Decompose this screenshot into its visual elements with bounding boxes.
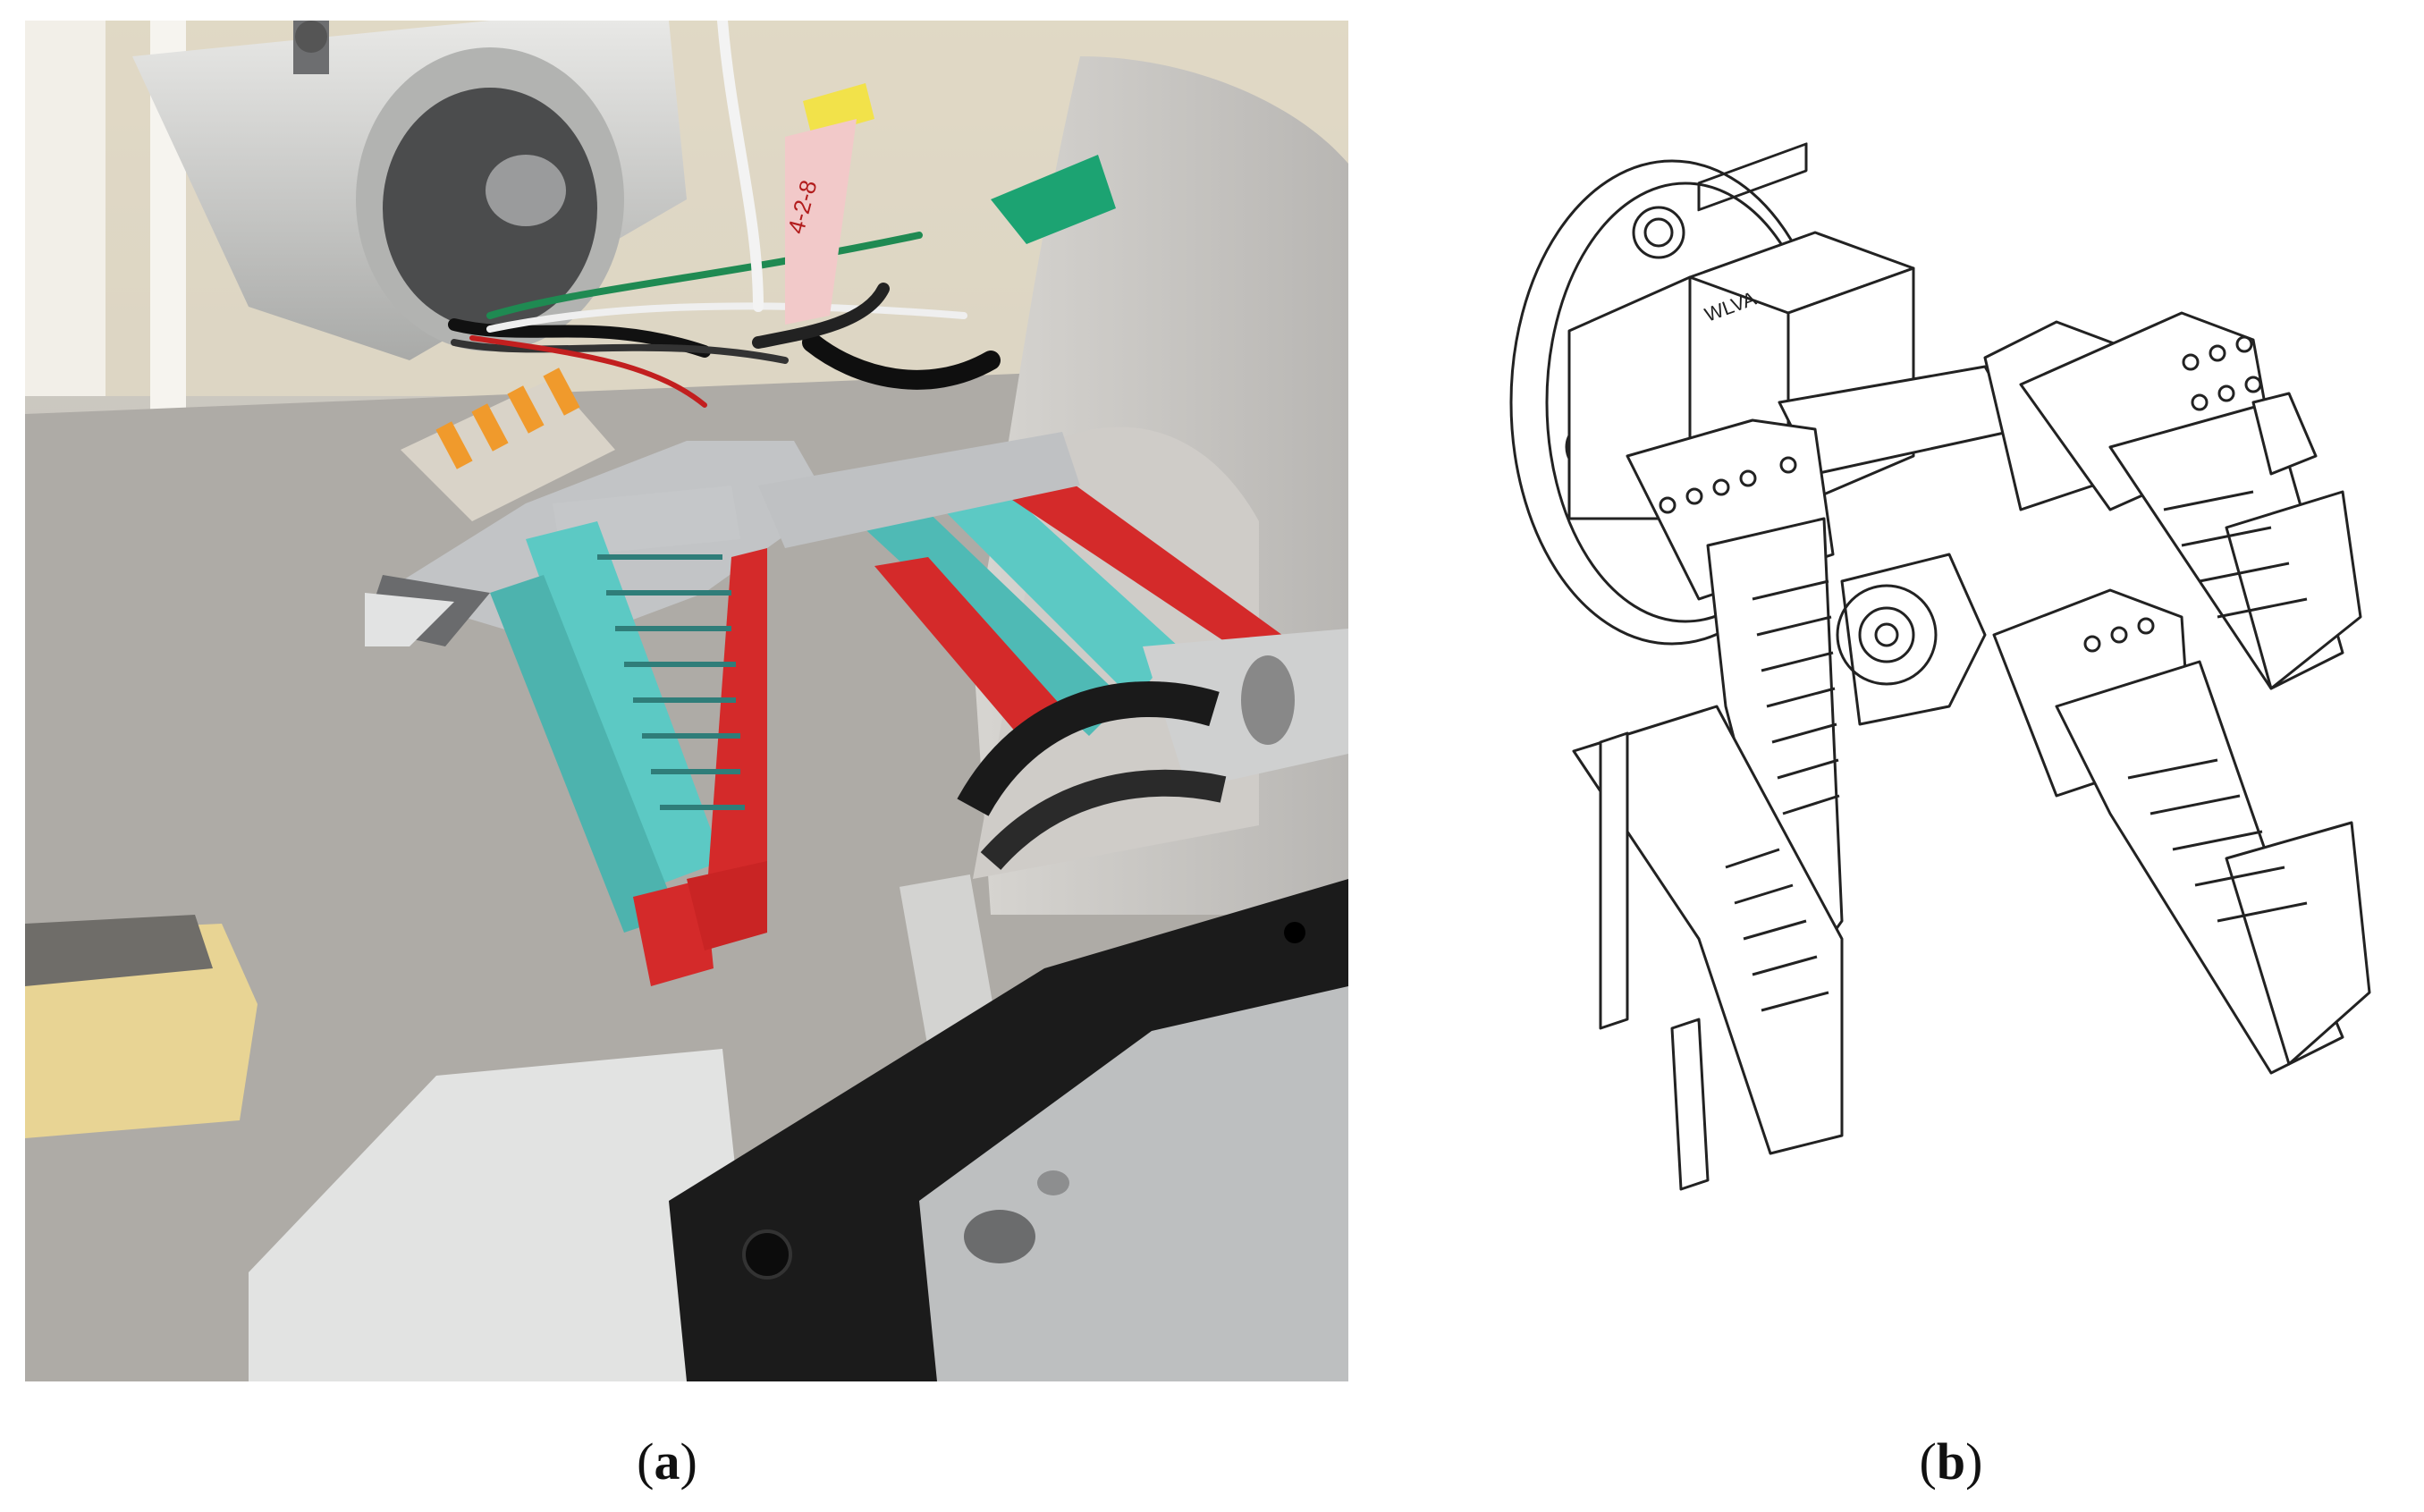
caption-b-open: (: [1919, 1432, 1937, 1491]
photo-panel-a: 4-2-8: [25, 21, 1348, 1381]
stool-top: [25, 915, 213, 986]
caption-a-open: (: [637, 1432, 655, 1491]
finger-right-upper: [1983, 311, 2362, 690]
black-base-plate: [669, 879, 1348, 1381]
wire-tags: 4-2-8: [782, 83, 1116, 325]
caption-b-letter: b: [1936, 1432, 1966, 1491]
white-pillar: [25, 21, 106, 396]
bracket-light: [365, 593, 454, 646]
caption-b-close: ): [1965, 1432, 1983, 1491]
wago-connector: [401, 367, 615, 521]
front-fingers: [490, 486, 767, 986]
caption-a-letter: a: [654, 1432, 680, 1491]
gripper-photo: 4-2-8: [25, 21, 1348, 1381]
drawing-panel-b: WLVA: [1484, 134, 2414, 1297]
caption-a: (a): [578, 1431, 756, 1493]
bolt-hole-top: [1632, 206, 1685, 259]
white-box: [249, 1049, 758, 1381]
caption-b: (b): [1862, 1431, 2040, 1493]
finger-right-lower: [1992, 588, 2371, 1075]
finger-left-lower: [1572, 705, 1844, 1191]
robot-arm: [132, 21, 687, 360]
wires: [448, 21, 1001, 408]
back-fingers: [758, 432, 1286, 745]
finger-left-upper: [1626, 418, 1844, 985]
center-gear: [1836, 584, 1938, 686]
gripper-line-drawing: WLVA: [1509, 142, 2371, 1191]
caption-a-close: ): [680, 1432, 697, 1491]
